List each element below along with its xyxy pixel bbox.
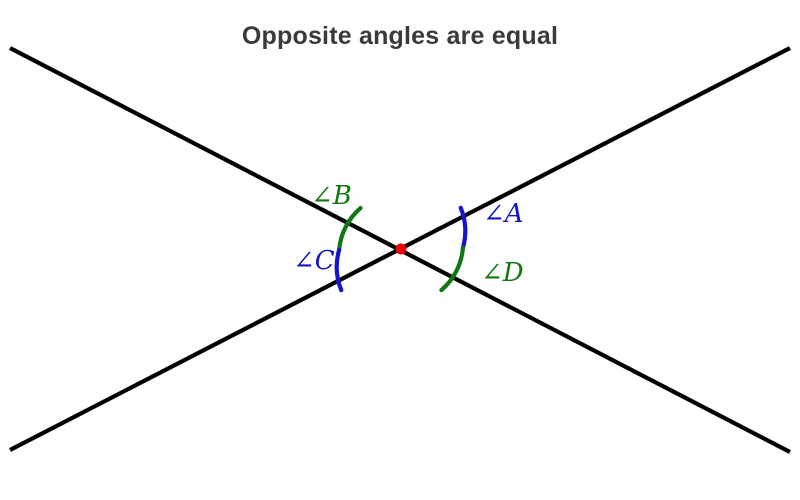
intersection-point-marker xyxy=(395,243,407,255)
page-title: Opposite angles are equal xyxy=(241,22,559,50)
angle-label-a: ∠A xyxy=(483,199,524,229)
arcs-group xyxy=(334,205,468,293)
angle-label-d: ∠D xyxy=(481,258,524,288)
arc-angle-d xyxy=(439,245,465,293)
arc-angle-b xyxy=(337,205,363,253)
arc-angle-a xyxy=(458,205,468,251)
angle-label-b: ∠B xyxy=(311,181,352,211)
arc-angle-c xyxy=(334,247,344,293)
angle-label-c: ∠C xyxy=(293,246,335,276)
